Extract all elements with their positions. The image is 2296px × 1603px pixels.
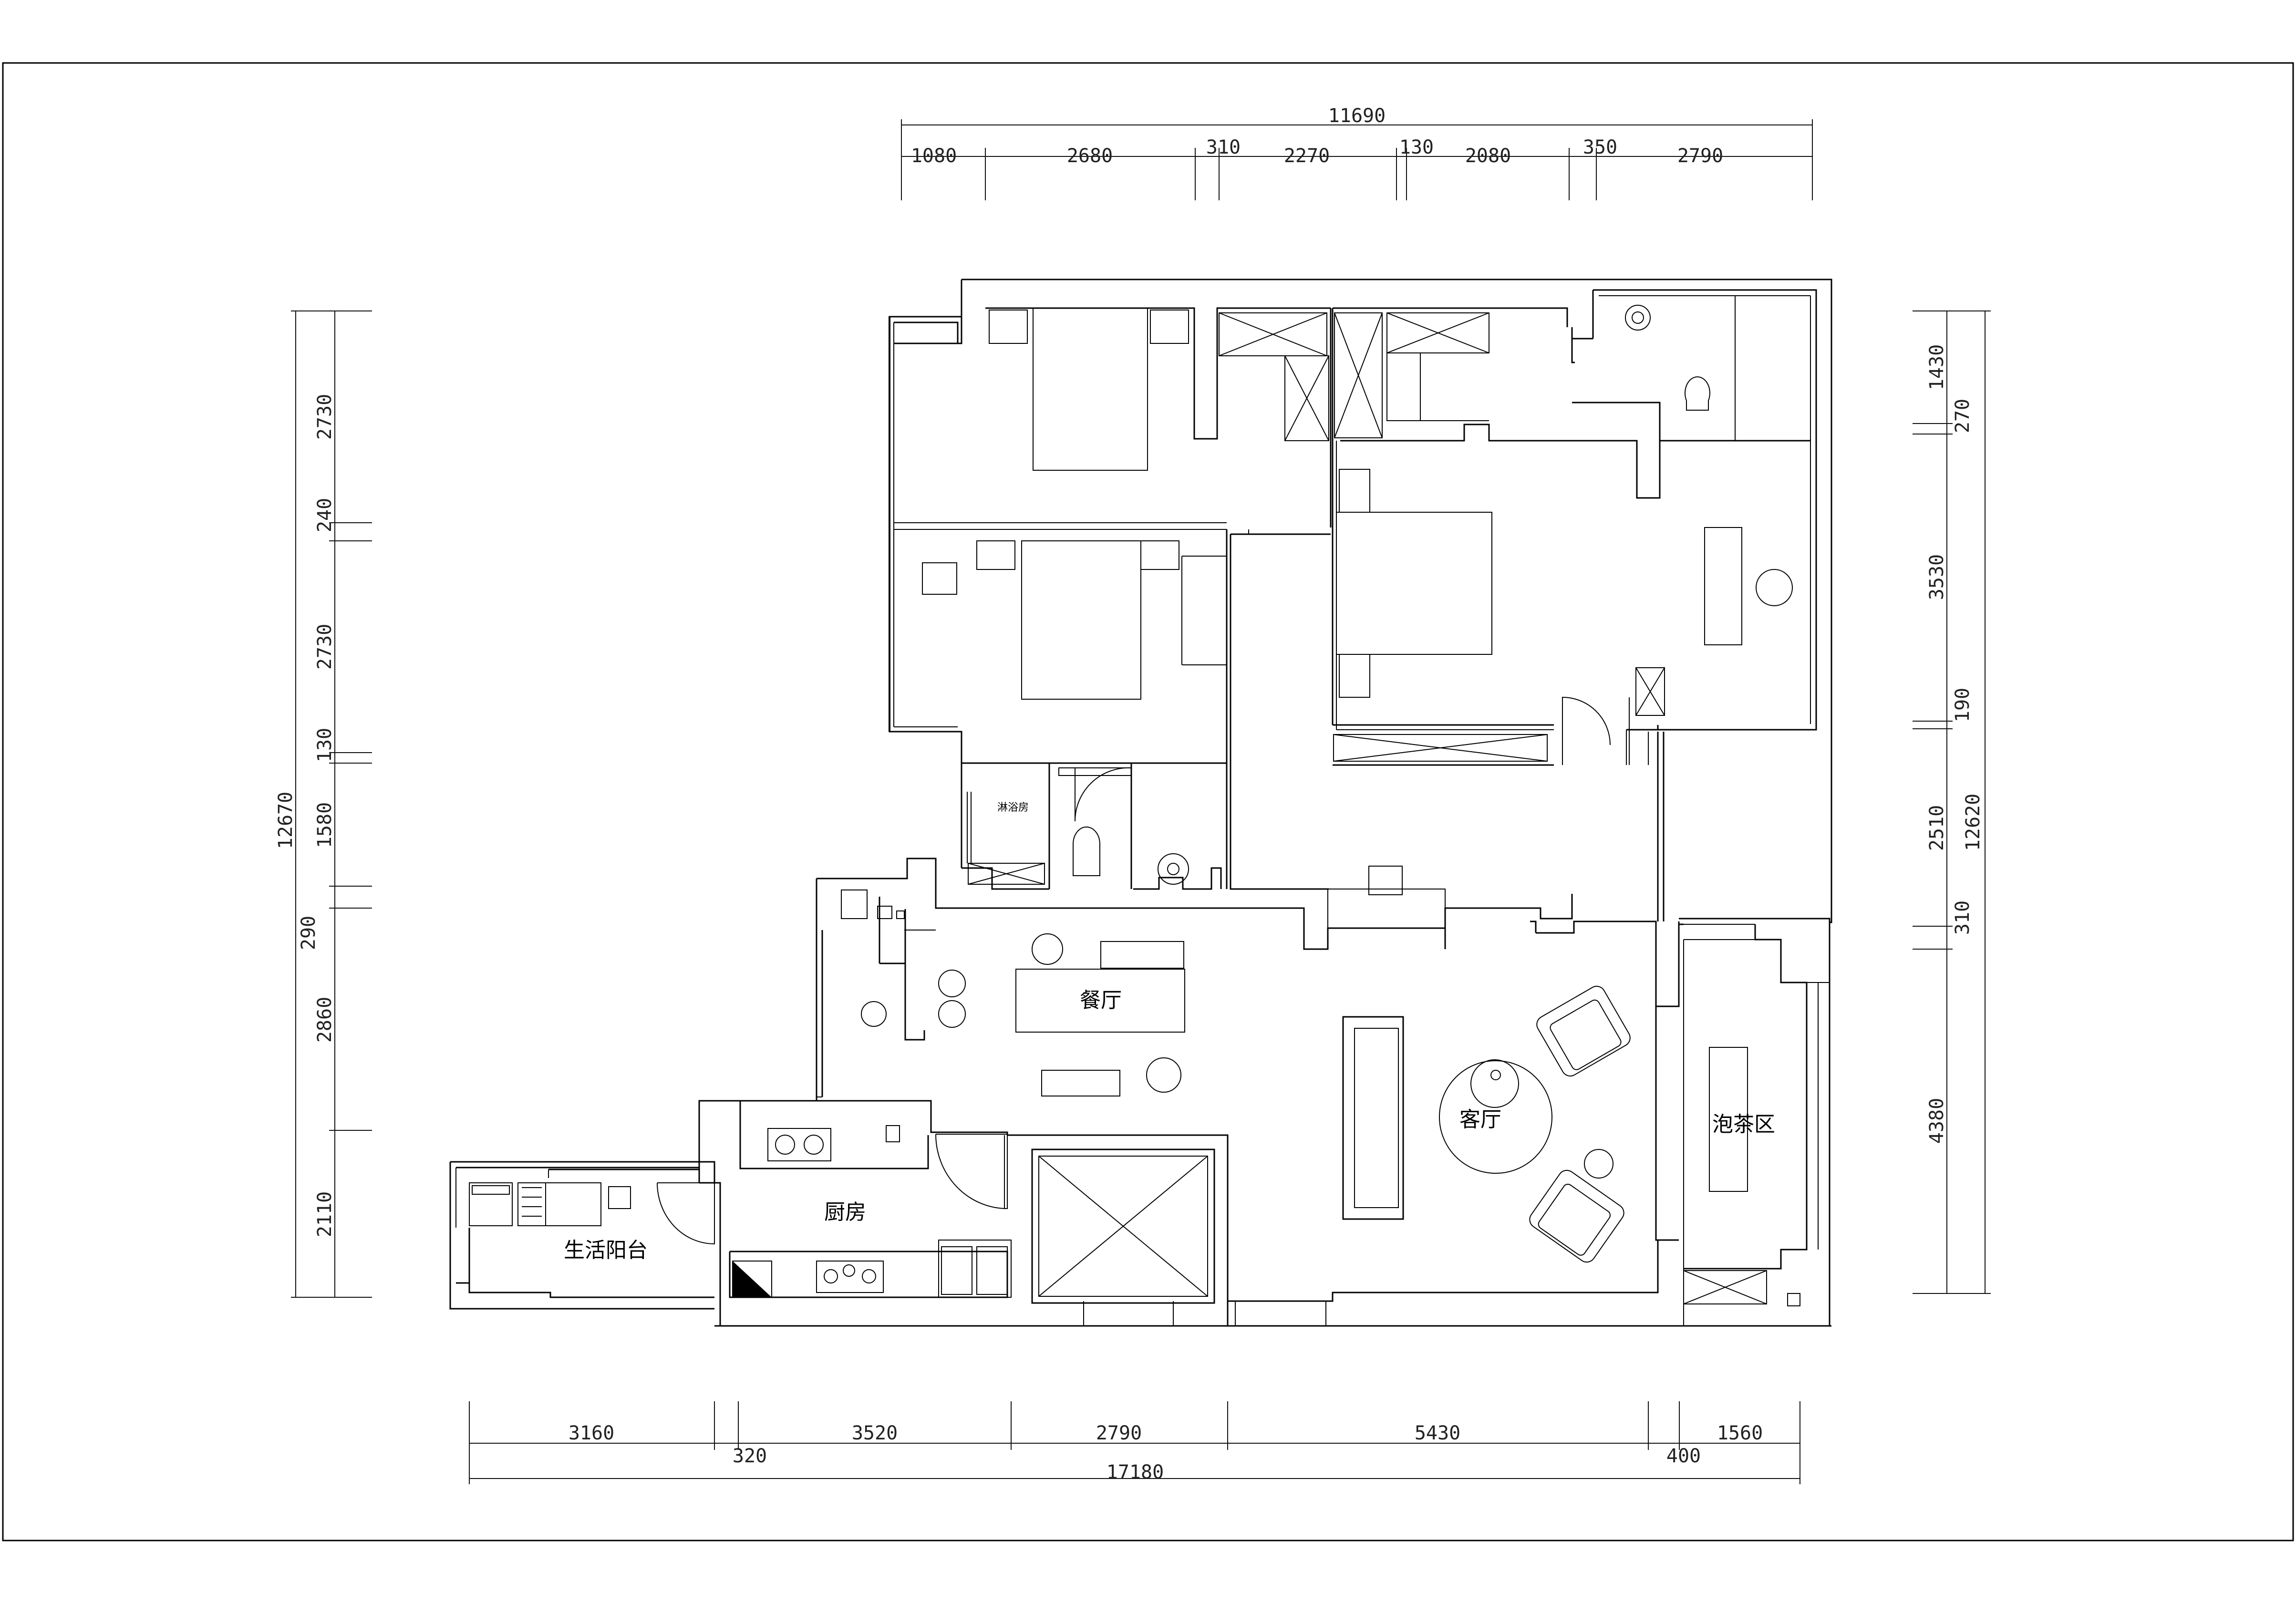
chair: [1032, 933, 1063, 965]
sheet-frame: [2, 62, 2294, 1541]
dim-top-4: 2270: [1284, 145, 1330, 167]
dim-left-2: 240: [314, 498, 336, 532]
dim-left-6: 290: [298, 916, 320, 950]
stool: [1756, 569, 1793, 606]
dim-left-5: 1580: [314, 802, 336, 848]
dim-right-1: 1430: [1926, 344, 1948, 390]
dim-left-4: 130: [314, 728, 336, 762]
dim-right-total: 12620: [1962, 794, 1984, 851]
dim-bottom-4: 2790: [1096, 1422, 1142, 1444]
basin: [1625, 305, 1651, 331]
label-bathroom: 淋浴房: [997, 802, 1029, 814]
right-dimensions: 1430 270 3530 190 2510 310 4380 12620: [1913, 310, 1991, 1294]
coffee-table: [1439, 1060, 1552, 1174]
dim-bottom-2: 320: [733, 1445, 767, 1467]
appliance: [733, 1261, 772, 1297]
armchair: [1536, 985, 1631, 1077]
dining-table: [1015, 969, 1185, 1033]
nightstand: [989, 310, 1028, 344]
laundry-sink: [545, 1182, 601, 1226]
sideboard: [1100, 941, 1184, 969]
armchair: [1529, 1169, 1624, 1263]
dim-top-3: 310: [1206, 136, 1241, 158]
doors: [657, 696, 1630, 1245]
stool: [938, 970, 966, 997]
nightstand: [1150, 310, 1189, 344]
dim-right-3: 3530: [1926, 554, 1948, 600]
furniture: [469, 305, 1800, 1306]
washer: [469, 1182, 513, 1226]
toilet: [1073, 827, 1100, 876]
dim-top-1: 1080: [911, 145, 957, 167]
dim-left-3: 2730: [314, 624, 336, 670]
dim-bottom-1: 3160: [569, 1422, 614, 1444]
bed: [1021, 540, 1141, 700]
top-dimensions: 11690 1080 2680 310 2270 130 2080 350 27…: [901, 105, 1813, 200]
room-labels: 餐厅 客厅 泡茶区 厨房 生活阳台 淋浴房: [564, 802, 1775, 1262]
label-dining: 餐厅: [1080, 988, 1122, 1013]
dim-left-8: 2110: [314, 1191, 336, 1237]
basin: [1158, 853, 1189, 885]
closets: [968, 312, 1665, 1304]
toilet: [1685, 376, 1710, 411]
dim-right-7: 4380: [1926, 1098, 1948, 1144]
dim-bottom-7: 1560: [1717, 1422, 1763, 1444]
label-service-balcony: 生活阳台: [564, 1238, 648, 1262]
sofa: [1342, 1016, 1404, 1220]
plant: [841, 889, 868, 919]
left-dimensions: 12670 2730 240 2730 130 1580 290 2860 21…: [275, 310, 372, 1298]
dim-bottom-6: 400: [1666, 1445, 1701, 1467]
nightstand: [976, 540, 1015, 570]
tea-table: [1709, 1047, 1748, 1192]
dim-bottom-total: 17180: [1107, 1461, 1164, 1483]
label-living: 客厅: [1459, 1107, 1501, 1132]
dim-top-6: 2080: [1465, 145, 1511, 167]
desk: [922, 562, 957, 595]
nightstand: [1339, 654, 1370, 698]
bottom-dimensions: 3160 320 3520 2790 5430 400 1560 17180: [469, 1401, 1800, 1484]
dresser: [1704, 527, 1742, 645]
nightstand: [1339, 469, 1370, 513]
sink: [767, 1128, 831, 1161]
bed: [1033, 308, 1148, 471]
dim-left-1: 2730: [314, 394, 336, 440]
dim-top-total: 11690: [1328, 105, 1386, 127]
cooktop: [816, 1261, 884, 1293]
label-kitchen: 厨房: [824, 1200, 866, 1224]
chair: [1146, 1057, 1181, 1093]
dim-left-total: 12670: [275, 792, 297, 849]
dim-left-7: 2860: [314, 997, 336, 1043]
fridge: [938, 1240, 1012, 1298]
dim-bottom-5: 5430: [1415, 1422, 1460, 1444]
bed: [1336, 512, 1492, 655]
console: [1368, 866, 1403, 895]
walls: [449, 279, 1832, 1327]
label-tea-area: 泡茶区: [1712, 1112, 1775, 1137]
dim-right-2: 270: [1952, 399, 1974, 433]
dim-top-7: 350: [1583, 136, 1617, 158]
dim-right-6: 310: [1952, 900, 1974, 935]
nightstand: [1140, 540, 1179, 570]
stool: [861, 1001, 887, 1027]
dim-top-5: 130: [1399, 136, 1434, 158]
dim-right-5: 2510: [1926, 805, 1948, 851]
dim-top-2: 2680: [1067, 145, 1113, 167]
dim-top-8: 2790: [1677, 145, 1723, 167]
bench: [1041, 1070, 1120, 1096]
dim-bottom-3: 3520: [852, 1422, 898, 1444]
stool: [938, 1000, 966, 1028]
dim-right-4: 190: [1952, 688, 1974, 722]
